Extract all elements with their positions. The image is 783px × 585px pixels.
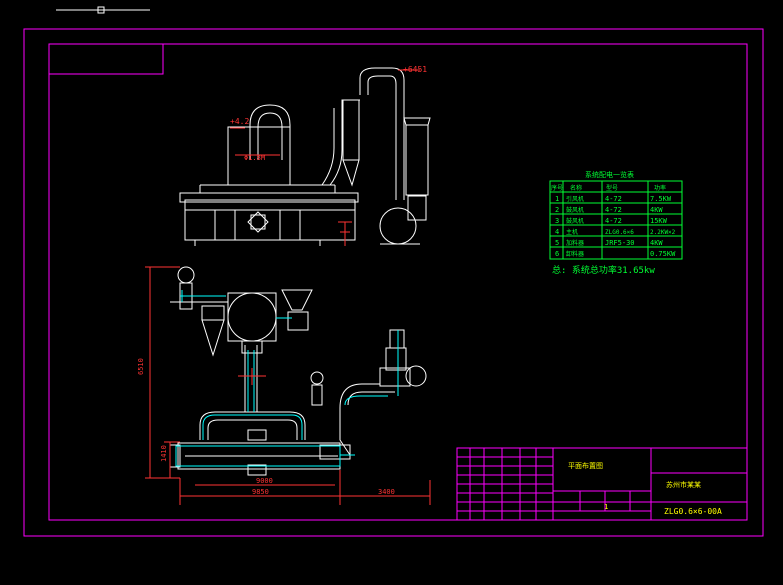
table-cell: 2.2KW×2 bbox=[650, 229, 676, 236]
elevation-dimensions bbox=[230, 69, 420, 246]
title-block-drawing-no: ZLG0.6×6-00A bbox=[664, 507, 722, 516]
title-block-org: 苏州市某某 bbox=[666, 480, 701, 489]
equipment-table bbox=[549, 180, 683, 260]
table-cell: 加料器 bbox=[566, 239, 584, 247]
corner-label-box bbox=[48, 43, 164, 75]
outer-frame bbox=[23, 28, 764, 537]
title-block-sheet: 1 bbox=[604, 503, 608, 511]
inner-frame bbox=[48, 43, 748, 521]
table-cell: 4KW bbox=[650, 206, 663, 214]
plan-piping bbox=[175, 290, 399, 467]
table-cell: 3 bbox=[555, 217, 559, 225]
slider-handle-icon[interactable] bbox=[97, 6, 105, 14]
table-cell: 6 bbox=[555, 250, 559, 258]
elevation-mid-label: +4.2 bbox=[230, 117, 249, 126]
table-cell: 7.5KW bbox=[650, 195, 672, 203]
table-header-model: 型号 bbox=[606, 184, 618, 192]
dim-width-outer: 9850 bbox=[252, 488, 269, 496]
table-cell: 5 bbox=[555, 239, 559, 247]
title-block bbox=[456, 447, 748, 521]
table-header-power: 功率 bbox=[654, 184, 666, 192]
table-cell: ZLG0.6×6 bbox=[605, 229, 634, 236]
table-cell: 4-72 bbox=[605, 206, 622, 214]
table-cell: 鼓风机 bbox=[566, 217, 584, 225]
plan-view bbox=[169, 266, 427, 476]
table-cell: JRF5-30 bbox=[605, 239, 635, 247]
elevation-view bbox=[179, 67, 431, 246]
table-cell: 4-72 bbox=[605, 195, 622, 203]
table-cell: 0.75KW bbox=[650, 250, 676, 258]
table-cell: 引风机 bbox=[566, 195, 584, 203]
title-block-project: 平面布置图 bbox=[568, 461, 603, 470]
dim-left-height: 1410 bbox=[160, 445, 168, 462]
table-cell: 4KW bbox=[650, 239, 663, 247]
table-cell: 2 bbox=[555, 206, 559, 214]
table-cell: 4-72 bbox=[605, 217, 622, 225]
width-label: Φ1.8M bbox=[244, 154, 265, 162]
table-cell: 主机 bbox=[566, 228, 578, 236]
table-header-no: 序号 bbox=[551, 184, 563, 192]
total-power-note: 总: 系统总功率31.65kw bbox=[552, 264, 655, 276]
table-cell: 15KW bbox=[650, 217, 668, 225]
table-cell: 鼓风机 bbox=[566, 206, 584, 214]
dim-width-inner: 9000 bbox=[256, 477, 273, 485]
dim-overall-height: 6510 bbox=[137, 358, 145, 375]
dim-width-right: 3400 bbox=[378, 488, 395, 496]
equipment-table-title: 系统配电一览表 bbox=[585, 170, 634, 179]
plan-dimensions bbox=[145, 266, 431, 505]
table-cell: 4 bbox=[555, 228, 559, 236]
elevation-top-label: +6451 bbox=[403, 65, 427, 74]
table-header-name: 名称 bbox=[570, 184, 582, 192]
table-cell: 1 bbox=[555, 195, 559, 203]
toolbar-slider[interactable] bbox=[56, 6, 150, 14]
table-cell: 卸料器 bbox=[566, 250, 584, 258]
